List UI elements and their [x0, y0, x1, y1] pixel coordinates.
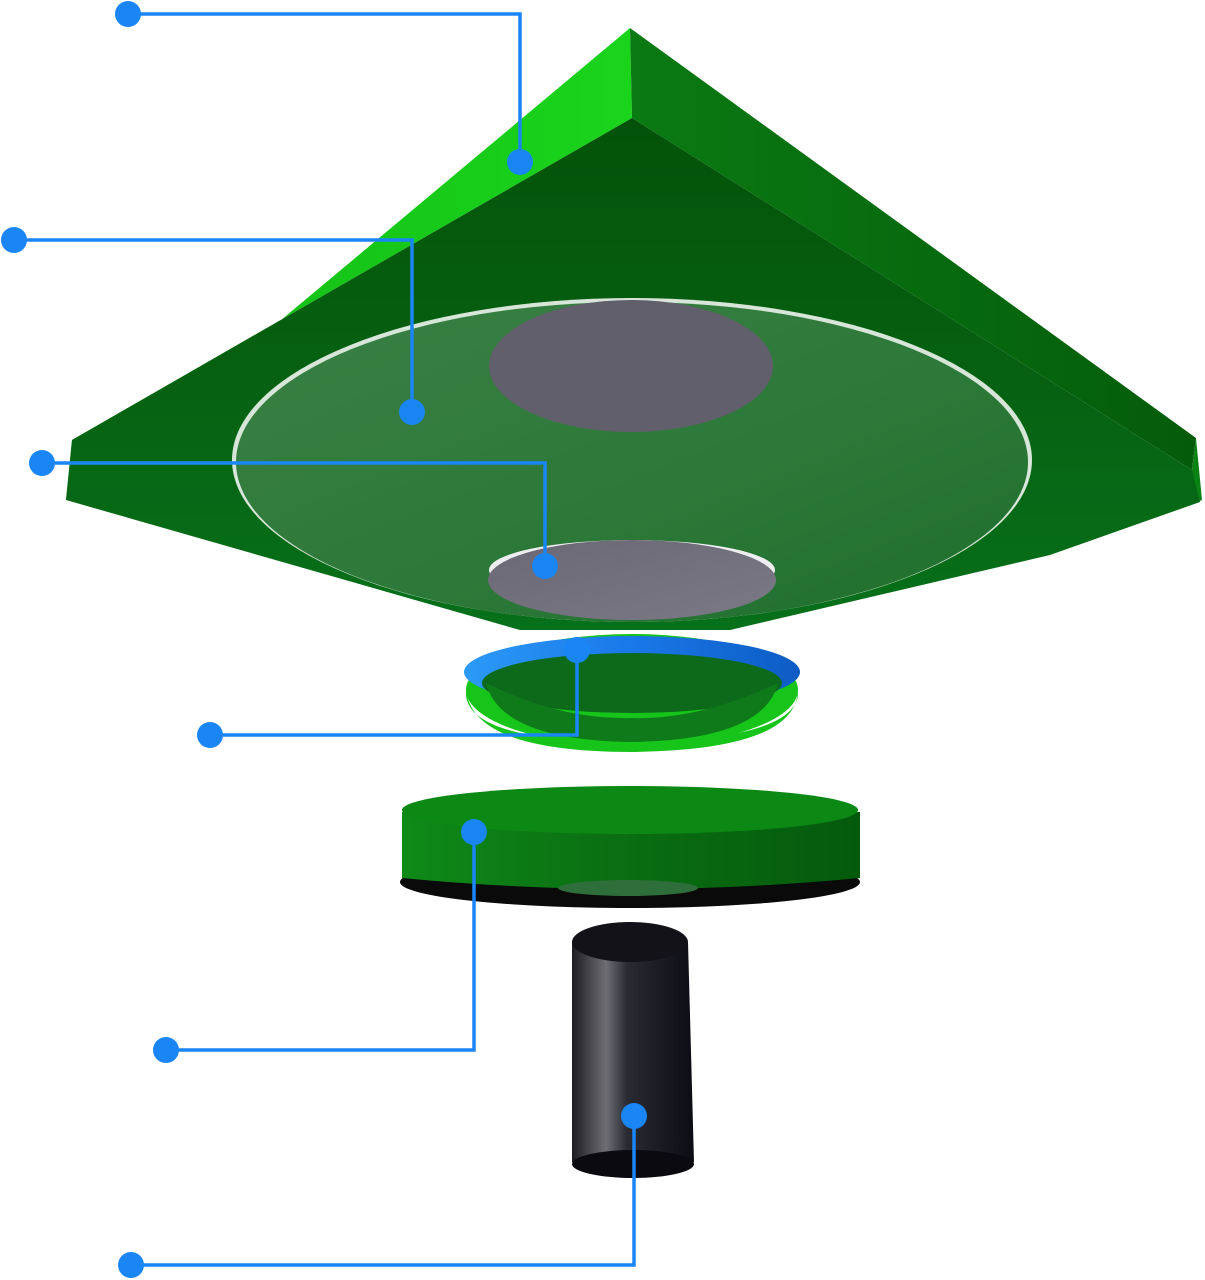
callouts — [14, 12, 636, 1267]
callout-dots — [1, 1, 647, 1278]
callout-dot-5b — [461, 819, 487, 845]
cylinder-body — [572, 942, 694, 1174]
callout-dot-2b — [399, 399, 425, 425]
callout-dot-4b — [564, 637, 590, 663]
callout-dot-5a — [153, 1037, 179, 1063]
callout-dot-2a — [1, 227, 27, 253]
large-disc — [232, 298, 1032, 622]
callout-line-1 — [128, 12, 522, 162]
round-base — [400, 786, 860, 908]
base-side — [402, 812, 860, 889]
callout-dot-3a — [29, 450, 55, 476]
large-disc-face — [236, 302, 1028, 622]
callout-line-5 — [166, 832, 476, 1052]
base-top — [402, 786, 858, 834]
callout-line-2 — [14, 238, 414, 412]
callout-dot-6a — [118, 1252, 144, 1278]
plate-top-right-face — [630, 28, 1196, 470]
callout-line-3 — [42, 461, 547, 566]
plate-top-left-face — [66, 28, 632, 500]
small-disc-face — [488, 540, 776, 620]
upper-gray-disc — [489, 300, 773, 432]
callout-dot-6b — [621, 1103, 647, 1129]
callout-dot-1b — [507, 149, 533, 175]
lens-ring — [464, 634, 800, 752]
base-hole — [558, 880, 698, 896]
cylinder-top — [572, 922, 688, 962]
lens-inner-cup — [482, 653, 782, 713]
callout-dot-4a — [197, 722, 223, 748]
callout-line-4 — [210, 650, 579, 737]
small-gray-disc — [488, 540, 776, 620]
callout-dot-3b — [532, 553, 558, 579]
lens-bowl — [486, 683, 778, 742]
callout-line-6 — [131, 1116, 636, 1267]
callout-dot-1a — [115, 1, 141, 27]
